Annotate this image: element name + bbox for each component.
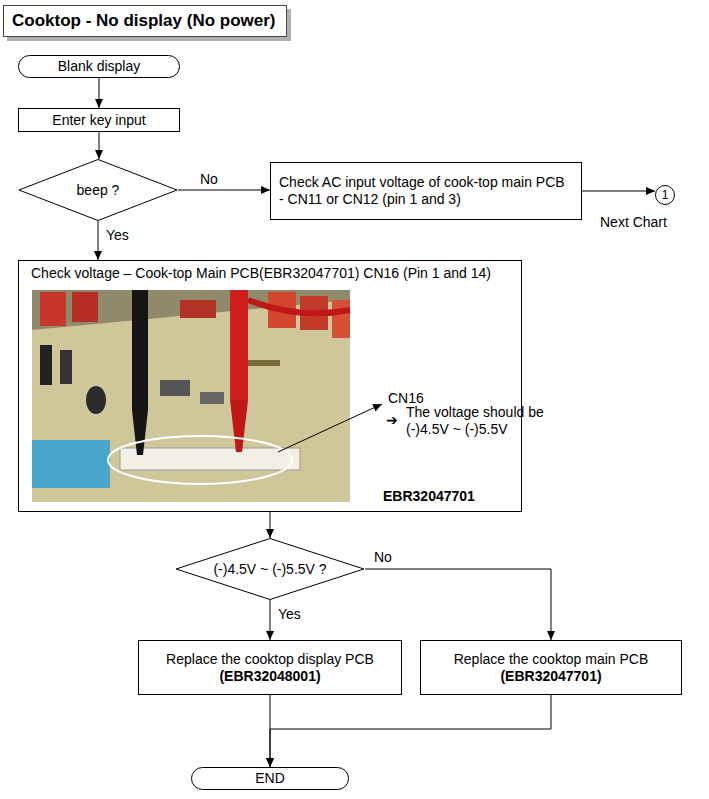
- edge-label: Yes: [104, 228, 131, 243]
- red-probe-tip: [230, 400, 248, 452]
- chart-title: Cooktop - No display (No power): [3, 5, 287, 37]
- process-box: Check voltage – Cook-top Main PCB(EBR320…: [18, 260, 522, 512]
- node-text: Check AC input voltage of cook-top main …: [279, 174, 573, 208]
- flow-arrow: [178, 190, 270, 191]
- process-box: Replace the cooktop display PCB(EBR32048…: [138, 640, 402, 695]
- relay: [40, 292, 66, 326]
- edge-label: No: [198, 172, 220, 187]
- diamond-shape: [176, 538, 364, 599]
- terminal-block: [32, 440, 110, 488]
- black-probe: [132, 290, 148, 410]
- black-probe-tip: [132, 410, 148, 455]
- component: [40, 345, 52, 385]
- connector-strip: [120, 448, 300, 470]
- node-text: Check voltage – Cook-top Main PCB(EBR320…: [31, 265, 491, 282]
- note-text: Next Chart: [600, 214, 667, 231]
- start-terminal: Blank display: [18, 55, 180, 78]
- flow-arrow: [365, 569, 551, 640]
- flow-arrow: [99, 132, 100, 159]
- node-text: (-)4.5V ~ (-)5.5V ?: [213, 561, 326, 578]
- part-number: (EBR32048001): [219, 668, 320, 685]
- process-box: Replace the cooktop main PCB(EBR32047701…: [420, 640, 682, 695]
- diamond-shape: [19, 159, 177, 220]
- relay: [332, 300, 350, 338]
- part-number: (EBR32047701): [500, 668, 601, 685]
- connector-circle: 1: [655, 185, 675, 205]
- arrow-symbol: ➔: [386, 412, 398, 429]
- node-text: 1: [662, 188, 669, 202]
- probe-cable: [248, 300, 350, 313]
- part-number: EBR32047701: [383, 488, 475, 505]
- end-terminal: END: [191, 767, 349, 790]
- node-text: Replace the cooktop main PCB: [454, 651, 649, 668]
- node-text: Blank display: [58, 58, 141, 75]
- flow-arrow: [582, 191, 655, 192]
- flow-arrow: [270, 695, 551, 767]
- process-box: Enter key input: [18, 108, 180, 132]
- leader-line: [278, 404, 382, 452]
- highlight-ellipse: [108, 436, 292, 484]
- node-text: END: [255, 770, 285, 787]
- node-text: Replace the cooktop display PCB: [166, 651, 374, 668]
- relay: [72, 292, 98, 322]
- chip: [200, 392, 224, 404]
- flow-arrow: [270, 600, 271, 640]
- component: [60, 350, 72, 384]
- node-text: beep ?: [77, 182, 120, 199]
- capacitor: [86, 386, 106, 414]
- edge-label: Yes: [276, 607, 303, 622]
- process-box: Check AC input voltage of cook-top main …: [270, 162, 582, 220]
- decision-diamond: (-)4.5V ~ (-)5.5V ?: [175, 538, 365, 600]
- pcb-board: [32, 300, 350, 502]
- flow-arrow: [99, 78, 100, 108]
- photo-background: [32, 290, 350, 502]
- red-probe: [230, 290, 248, 400]
- relay: [180, 300, 216, 318]
- edge-label: No: [372, 550, 394, 565]
- callout-note: The voltage should be (-)4.5V ~ (-)5.5V: [406, 404, 556, 438]
- flow-arrow: [270, 512, 271, 538]
- decision-diamond: beep ?: [18, 159, 178, 221]
- flow-arrow: [98, 221, 99, 260]
- chip: [160, 380, 190, 396]
- node-text: Enter key input: [52, 112, 145, 129]
